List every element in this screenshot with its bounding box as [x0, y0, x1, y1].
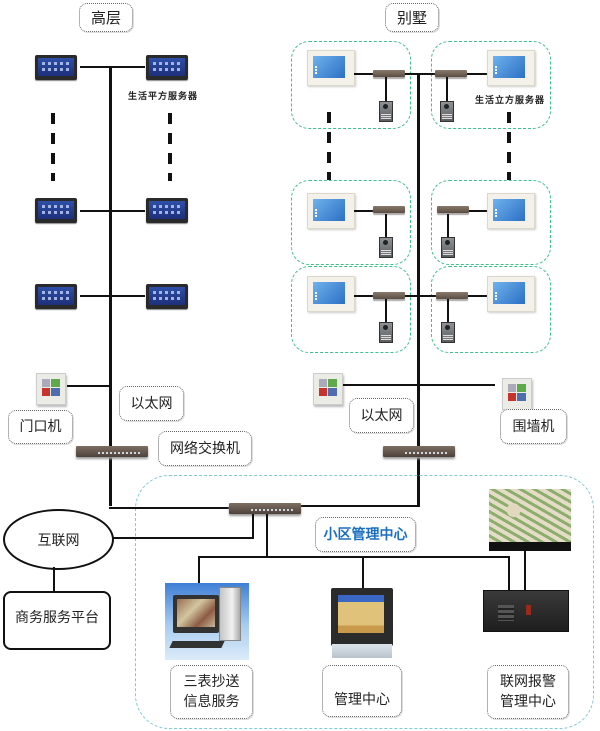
connector-line	[343, 384, 495, 386]
management-center-label: 管理中心	[322, 665, 402, 717]
alarm-rack-server	[483, 590, 569, 632]
meter-service-label: 三表抄送 信息服务	[170, 665, 253, 719]
highrise-indoor-panel	[35, 55, 77, 80]
villa-door-camera	[441, 237, 455, 258]
villa-trunk-line	[417, 73, 420, 507]
villa-indoor-panel	[307, 50, 355, 86]
connector-line	[385, 299, 387, 324]
highrise-indoor-panel	[35, 198, 77, 223]
villa-unit-group	[431, 41, 551, 129]
villa-door-camera	[379, 237, 393, 258]
connector-line	[385, 77, 387, 102]
network-switch-label: 网络交换机	[158, 431, 252, 466]
connector-line	[198, 556, 200, 584]
villa-door-camera	[441, 322, 455, 343]
villa-indoor-panel	[487, 50, 535, 86]
villa-small-switch	[437, 206, 469, 213]
network-switch-left	[76, 446, 148, 457]
connector-line	[405, 73, 435, 75]
connector-line	[67, 385, 110, 387]
villa-door-camera	[379, 322, 393, 343]
wall-machine-label: 围墙机	[500, 409, 567, 444]
villa-indoor-panel	[487, 276, 535, 312]
highrise-indoor-panel	[35, 284, 77, 309]
ellipsis-dashes	[507, 112, 511, 180]
door-machine-device	[36, 373, 66, 405]
connector-line	[524, 551, 526, 590]
connector-line	[80, 295, 145, 297]
villa-small-switch	[373, 292, 405, 299]
door-machine-label: 门口机	[8, 410, 73, 444]
connector-line	[467, 73, 487, 75]
management-terminal	[331, 588, 393, 658]
villa-small-switch	[373, 70, 405, 77]
connector-line	[252, 514, 254, 539]
ethernet-label-right: 以太网	[349, 398, 414, 433]
villa-door-camera	[379, 101, 393, 122]
community-map-monitor	[489, 489, 571, 551]
alarm-center-label: 联网报警 管理中心	[487, 665, 569, 719]
highrise-title: 高层	[79, 3, 133, 32]
villa-indoor-panel	[487, 193, 535, 229]
wall-machine-device	[502, 378, 532, 410]
connector-line	[447, 214, 449, 239]
connector-line	[266, 514, 268, 557]
villa-server-caption: 生活立方服务器	[475, 96, 546, 106]
villa-small-switch	[436, 292, 468, 299]
villa-small-switch	[435, 70, 467, 77]
connector-line	[109, 507, 229, 509]
connector-line	[354, 73, 374, 75]
connector-line	[354, 295, 374, 297]
villa-door-camera	[440, 101, 454, 122]
highrise-server-caption: 生活平方服务器	[128, 92, 199, 102]
connector-line	[447, 299, 449, 324]
management-center-area	[135, 475, 594, 729]
villa-title-text: 别墅	[396, 8, 427, 27]
highrise-trunk-line	[109, 66, 112, 506]
connector-line	[354, 210, 374, 212]
villa-unit-group	[431, 180, 551, 265]
network-switch-right	[383, 446, 455, 457]
connector-line	[362, 556, 364, 588]
villa-indoor-panel	[307, 276, 355, 312]
ellipsis-dashes	[327, 112, 331, 180]
connector-line	[53, 567, 55, 591]
highrise-indoor-panel	[146, 284, 188, 309]
villa-title: 别墅	[385, 3, 439, 32]
meter-reading-pc	[165, 583, 249, 660]
villa-small-switch	[373, 206, 405, 213]
connector-line	[112, 537, 254, 539]
ellipsis-dashes	[51, 113, 55, 181]
ethernet-label-left: 以太网	[119, 386, 184, 421]
connector-line	[300, 505, 420, 507]
community-center-label: 小区管理中心	[315, 517, 416, 552]
business-platform-box: 商务服务平台	[3, 591, 111, 650]
connector-line	[385, 214, 387, 239]
highrise-indoor-panel	[146, 198, 188, 223]
connector-line	[508, 556, 510, 590]
villa-unit-group	[291, 180, 411, 265]
villa-unit-group	[291, 266, 411, 353]
villa-door-machine-device	[313, 373, 343, 405]
connector-line	[198, 556, 510, 558]
connector-line	[469, 210, 487, 212]
connector-line	[446, 77, 448, 102]
internet-node: 互联网	[3, 509, 114, 570]
central-network-switch	[229, 503, 301, 514]
ellipsis-dashes	[168, 113, 172, 181]
connector-line	[405, 295, 437, 297]
villa-unit-group	[431, 266, 551, 353]
connector-line	[468, 295, 487, 297]
connector-line	[80, 66, 145, 68]
connector-line	[80, 210, 145, 212]
villa-unit-group	[291, 41, 411, 129]
villa-indoor-panel	[307, 193, 355, 229]
highrise-title-text: 高层	[90, 8, 121, 27]
highrise-indoor-panel	[146, 55, 188, 80]
